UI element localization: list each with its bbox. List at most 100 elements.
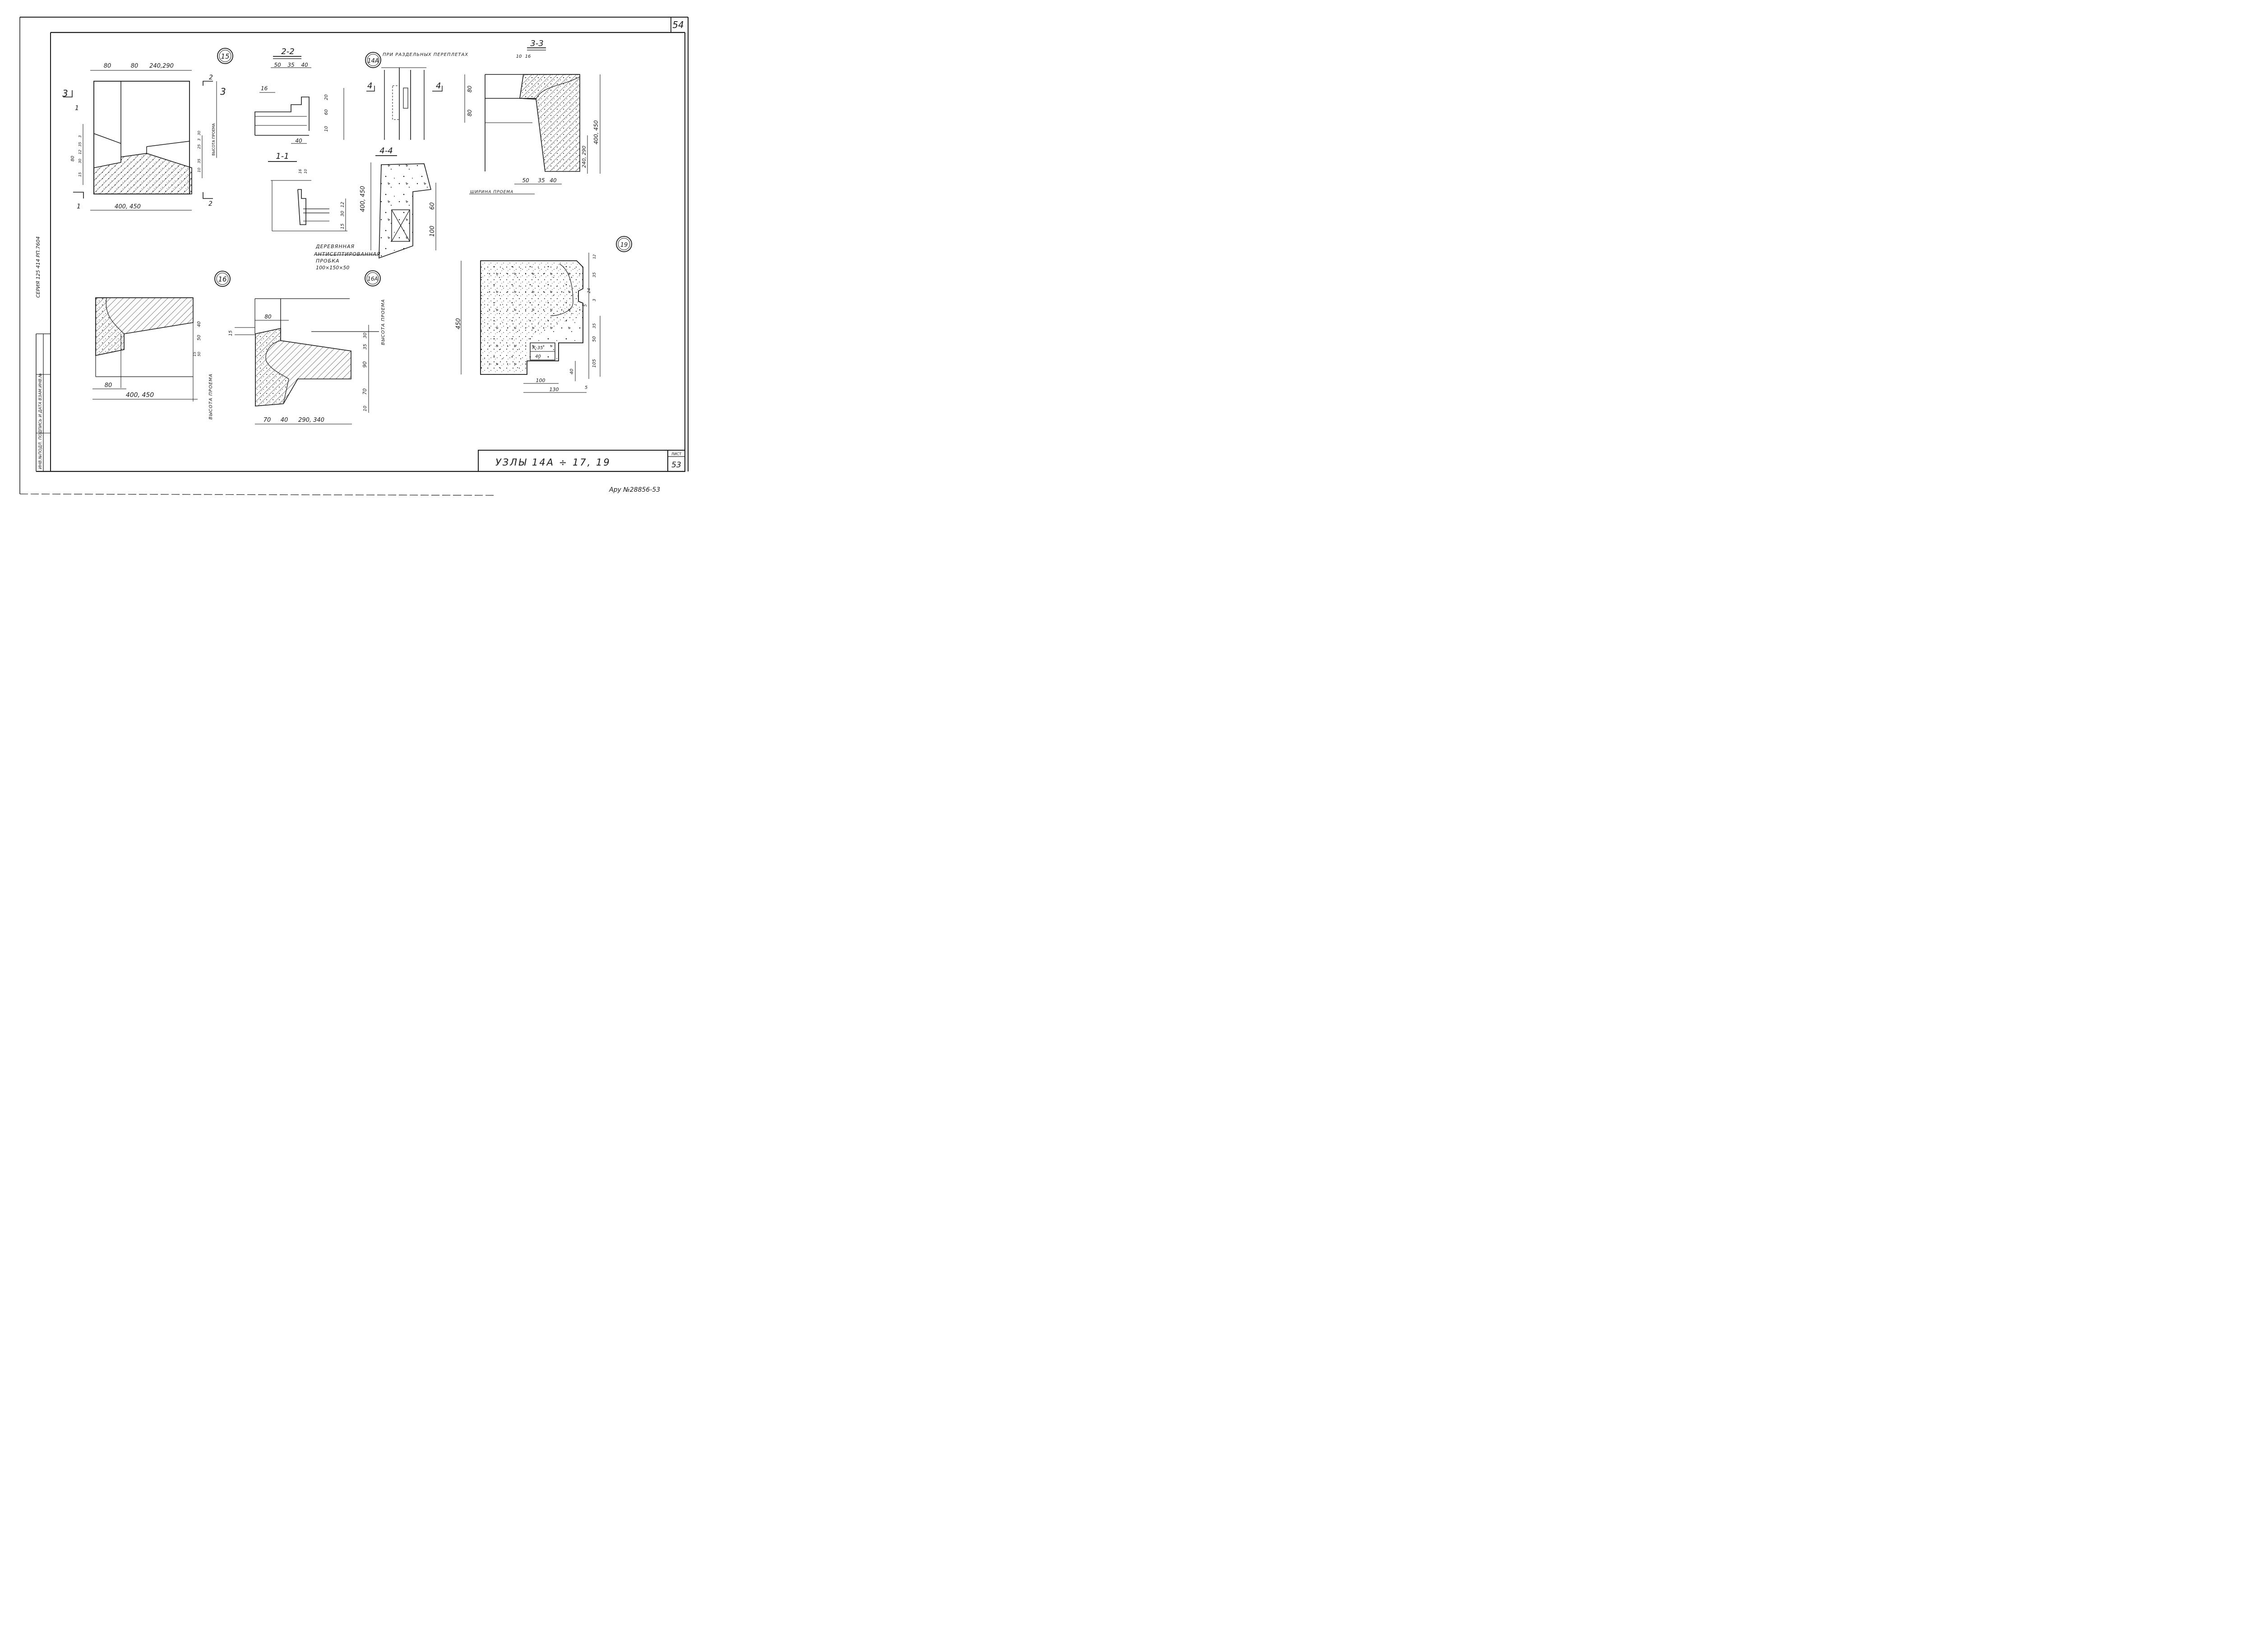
section-4-4-drawing — [316, 155, 436, 259]
section-3-3-dim: 80 — [467, 109, 473, 116]
node-15-dim: 10 — [197, 168, 201, 172]
node-19-dim: 12 — [592, 254, 596, 259]
node-19-dim: 5 — [585, 385, 587, 390]
section-4-4-note: 100×150×50 — [316, 265, 349, 271]
node-16a-dim: 30 — [363, 332, 368, 338]
section-2-2-dim: 60 — [324, 109, 329, 115]
section-3-3-dim: 16 — [525, 54, 531, 59]
section-2-2-title: 2-2 — [281, 47, 294, 56]
section-2-2-dim: 16 — [261, 85, 268, 92]
node-16-opening-height: ВЫСОТА ПРОЕМА — [208, 374, 213, 420]
node-19-dim: 450 — [455, 318, 462, 329]
node-15-dim: 80 — [70, 156, 75, 162]
node-16-drawing — [92, 271, 231, 401]
node-16a-dim: 35 — [363, 344, 368, 350]
node-16-dim: 50 — [197, 335, 202, 341]
node-15-dim: 35 — [78, 142, 82, 147]
node-15-dim: 30 — [197, 131, 201, 135]
node-14a-badge: 14А — [367, 58, 379, 65]
node-15-drawing — [63, 48, 233, 211]
section-2-2-dim: 40 — [301, 62, 308, 68]
node-15-dim: 15 — [78, 172, 82, 177]
node-19-dim: 35 — [592, 323, 597, 328]
node-14a-note: ПРИ РАЗДЕЛЬНЫХ ПЕРЕПЛЕТАХ — [383, 52, 468, 57]
node-16a-dim: 15 — [228, 330, 233, 336]
node-15-dim: 35 — [197, 159, 201, 163]
side-stamp-label: ИНВ.№ПОДЛ. ПОДПИСЬ И ДАТА ВЗАМ.ИНВ.№ — [38, 373, 43, 469]
node-15-section-mark: 3 — [220, 86, 226, 97]
section-2-2-drawing — [254, 56, 344, 144]
node-15-section-mark: 2 — [209, 74, 213, 81]
sheet-title: УЗЛЫ 14А ÷ 17, 19 — [495, 457, 611, 468]
node-19-label: К-35 — [532, 346, 543, 351]
series-label: СЕРИЯ 125 414 РП.7604 — [35, 236, 41, 298]
section-4-4-note: ПРОБКА — [316, 258, 339, 264]
list-number: 53 — [671, 461, 681, 470]
section-3-3-dim: 400, 450 — [593, 120, 599, 144]
section-2-2-dim: 50 — [274, 62, 281, 68]
node-16a-dim: 10 — [363, 406, 368, 411]
node-15-dim: 3 — [197, 138, 201, 141]
section-4-4-title: 4-4 — [379, 146, 393, 156]
node-16a-dim: 70 — [362, 388, 368, 395]
section-3-3-opening-width: ШИРИНА ПРОЕМА — [470, 190, 513, 194]
node-16-dim: 50 — [197, 352, 201, 356]
section-3-3-dim: 50 — [522, 177, 529, 184]
node-19-dim: 100 — [536, 378, 546, 383]
node-14a-drawing — [365, 52, 443, 140]
node-16a-opening-height: ВЫСОТА ПРОЕМА — [381, 299, 386, 345]
section-2-2-dim: 35 — [287, 62, 294, 68]
section-3-3-dim: 40 — [550, 177, 557, 184]
section-1-1-dim: 30 — [340, 211, 345, 217]
node-15-opening-height: ВЫСОТА ПРОЕМА — [212, 123, 216, 156]
section-4-4-dim: 400, 450 — [360, 186, 366, 212]
node-16a-dim: 90 — [362, 361, 368, 368]
node-19-dim: 40 — [569, 369, 574, 374]
node-19-dim: 130 — [550, 387, 559, 392]
node-15-section-mark: 1 — [75, 105, 79, 112]
page-number: 54 — [672, 19, 684, 30]
section-4-4-note: АНТИСЕПТИРОВАННАЯ — [314, 251, 381, 257]
drawing-sheet: 54 СЕРИЯ 125 414 РП.7604 ИНВ.№ПОДЛ. ПОДП… — [19, 17, 689, 496]
node-16-badge: 16 — [218, 275, 227, 283]
section-1-1-title: 1-1 — [276, 152, 289, 161]
node-15-dim: 30 — [78, 159, 82, 163]
section-3-3-dim: 240, 290 — [581, 146, 587, 168]
section-4-4-dim: 60 — [429, 202, 436, 210]
node-19-dim: 35 — [592, 272, 597, 277]
section-1-1-dim: 10 — [304, 169, 308, 174]
node-19-dim: 105 — [592, 359, 597, 368]
node-19-label: 40 — [535, 354, 541, 359]
node-16-dim: 15 — [193, 352, 197, 356]
node-15-badge: 15 — [221, 52, 229, 60]
section-3-3-drawing — [464, 47, 601, 194]
node-15-dim: 12 — [78, 150, 82, 154]
node-15-section-mark: 2 — [208, 200, 213, 208]
section-3-3-title: 3-3 — [530, 39, 543, 48]
node-16a-dim: 70 — [264, 417, 271, 424]
node-15-dim: 25 — [197, 144, 201, 149]
section-3-3-dim: 10 — [516, 54, 522, 59]
section-3-3-dim: 80 — [467, 85, 473, 92]
node-15-dim: 3 — [78, 135, 82, 138]
section-2-2-dim: 10 — [324, 126, 329, 132]
node-15-dim: 80 — [104, 63, 111, 69]
node-15-dim: 240,290 — [149, 63, 174, 69]
node-16a-dim: 40 — [281, 417, 288, 424]
node-15-section-mark: 3 — [62, 88, 68, 99]
list-label: ЛИСТ — [671, 452, 682, 456]
section-2-2-dim: 20 — [324, 94, 329, 100]
section-1-1-dim: 15 — [340, 223, 345, 229]
node-16-dim: 40 — [197, 321, 202, 327]
section-4-4-dim: 100 — [429, 226, 436, 237]
node-16-dim: 400, 450 — [126, 392, 154, 399]
section-4-4-note: ДЕРЕВЯННАЯ — [315, 244, 355, 249]
node-19-dim: 50 — [592, 336, 597, 342]
node-14a-section-mark: 4 — [367, 81, 372, 91]
node-16a-dim: 80 — [264, 314, 272, 320]
node-15-section-mark: 1 — [77, 203, 81, 210]
node-16a-badge: 16А — [367, 276, 378, 282]
node-14a-section-mark: 4 — [436, 81, 441, 91]
section-3-3-dim: 35 — [538, 177, 545, 184]
section-2-2-dim: 40 — [295, 138, 302, 144]
